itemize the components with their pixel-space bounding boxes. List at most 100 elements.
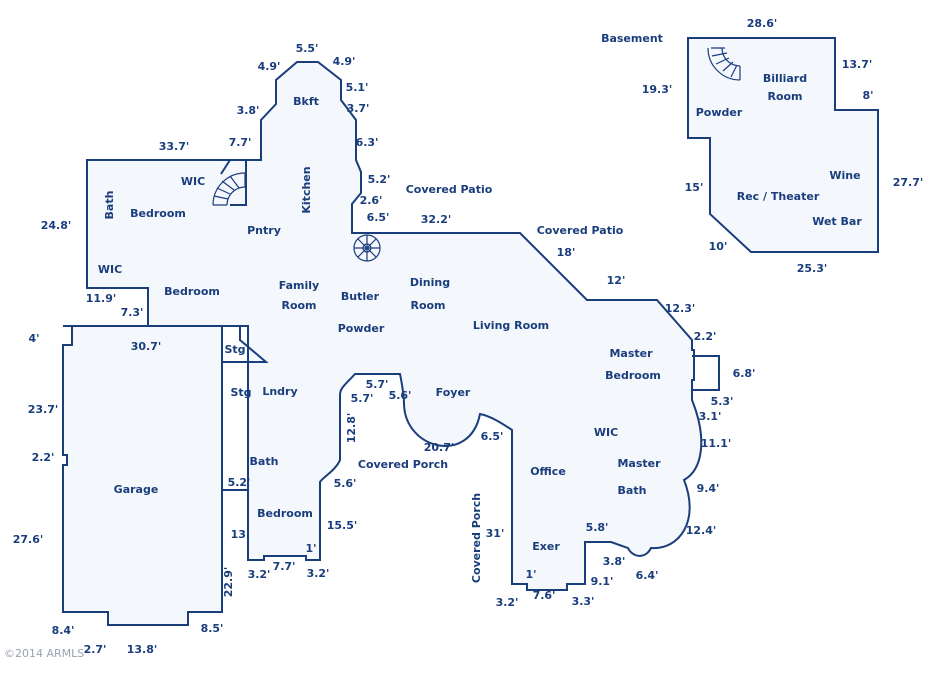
dim-label: 5.7'	[351, 392, 374, 405]
basement-outline	[687, 37, 879, 253]
dim-label: 22.9'	[222, 567, 235, 598]
dim-label: 12.8'	[345, 413, 358, 444]
label-butler: Butler	[341, 290, 380, 303]
label-wet-bar: Wet Bar	[812, 215, 862, 228]
dim-label: 8.4'	[52, 624, 75, 637]
dim-label: 7.7'	[229, 136, 252, 149]
dim-label: 1'	[525, 568, 536, 581]
dim-label: 4'	[28, 332, 39, 345]
dim-label: 10'	[709, 240, 728, 253]
label-dining: Dining	[410, 276, 450, 289]
label-bedroom-2: Bedroom	[164, 285, 220, 298]
label-covered-porch-1: Covered Porch	[358, 458, 448, 471]
label-pntry: Pntry	[247, 224, 281, 237]
dim-label: 31'	[486, 527, 505, 540]
label-basement: Basement	[601, 32, 663, 45]
dim-label: 12'	[607, 274, 626, 287]
dim-label: 6.5'	[481, 430, 504, 443]
label-covered-patio-1: Covered Patio	[406, 183, 493, 196]
label-family: Family	[279, 279, 319, 292]
dim-label: 2.6'	[360, 194, 383, 207]
label-living-room: Living Room	[473, 319, 549, 332]
label-billiard-room: Room	[767, 90, 802, 103]
label-stg-1: Stg	[224, 343, 245, 356]
label-master-bath-2: Bath	[618, 484, 647, 497]
dim-label: 6.4'	[636, 569, 659, 582]
label-lndry: Lndry	[262, 385, 297, 398]
dim-label: 7.6'	[533, 589, 556, 602]
dim-label: 27.6'	[13, 533, 44, 546]
dim-label: 23.7'	[28, 403, 59, 416]
wic-stair-icon	[212, 172, 246, 206]
copyright-watermark: ©2014 ARMLS	[4, 647, 84, 660]
stg-wall	[222, 325, 269, 363]
dim-label: 5.5'	[296, 42, 319, 55]
label-covered-patio-2: Covered Patio	[537, 224, 624, 237]
dim-label: 3.8'	[603, 555, 626, 568]
dim-label: 13'	[231, 528, 250, 541]
label-master-bedroom: Bedroom	[605, 369, 661, 382]
label-bath-2: Bath	[250, 455, 279, 468]
dim-label: 7.3'	[121, 306, 144, 319]
label-dining-room: Room	[410, 299, 445, 312]
dim-label: 30.7'	[131, 340, 162, 353]
spiral-stair-icon	[353, 234, 381, 262]
label-kitchen: Kitchen	[300, 166, 313, 213]
dim-label: 12.3'	[665, 302, 696, 315]
label-powder-main: Powder	[338, 322, 385, 335]
dim-label: 3.2'	[307, 567, 330, 580]
dim-label: 12.4'	[686, 524, 717, 537]
dim-label: 3.7'	[347, 102, 370, 115]
dim-label: 15.5'	[327, 519, 358, 532]
label-foyer: Foyer	[436, 386, 471, 399]
dim-label: 20.7'	[424, 441, 455, 454]
label-billiard: Billiard	[763, 72, 807, 85]
dim-label: 5.8'	[586, 521, 609, 534]
dim-label: 15'	[685, 181, 704, 194]
label-bkft: Bkft	[293, 95, 319, 108]
dim-label: 32.2'	[421, 213, 452, 226]
dim-label: 11.9'	[86, 292, 117, 305]
dim-label: 8.5'	[201, 622, 224, 635]
label-master: Master	[609, 347, 653, 360]
dim-label: 5.1'	[346, 81, 369, 94]
dim-label: 6.5'	[367, 211, 390, 224]
dim-label: 2.7'	[84, 643, 107, 656]
dim-label: 5.2'	[368, 173, 391, 186]
dim-label: 5.7'	[366, 378, 389, 391]
dim-label: 27.7'	[893, 176, 924, 189]
dim-label: 3.8'	[237, 104, 260, 117]
label-bedroom-3: Bedroom	[257, 507, 313, 520]
dim-label: 13.8'	[127, 643, 158, 656]
dim-label: 3.1'	[699, 410, 722, 423]
dim-label: 1'	[305, 542, 316, 555]
label-bedroom-1: Bedroom	[130, 207, 186, 220]
dim-label: 8'	[862, 89, 873, 102]
dim-label: 9.1'	[591, 575, 614, 588]
basement-stair-icon	[707, 47, 741, 81]
dim-label: 2.2'	[32, 451, 55, 464]
dim-label: 4.9'	[333, 55, 356, 68]
dim-label: 25.3'	[797, 262, 828, 275]
dim-label: 7.7'	[273, 560, 296, 573]
wic-stair-wall	[220, 159, 247, 206]
dim-label: 3.2'	[248, 568, 271, 581]
label-garage: Garage	[114, 483, 159, 496]
dim-label: 13.7'	[842, 58, 873, 71]
dim-label: 9.4'	[697, 482, 720, 495]
dim-label: 19.3'	[642, 83, 673, 96]
label-exer: Exer	[532, 540, 560, 553]
label-stg-2: Stg	[230, 386, 251, 399]
dim-label: 24.8'	[41, 219, 72, 232]
label-wic-1: WIC	[181, 175, 205, 188]
dim-label: 33.7'	[159, 140, 190, 153]
label-bath-1: Bath	[103, 191, 116, 220]
dim-label: 5.6'	[389, 389, 412, 402]
label-family-room: Room	[281, 299, 316, 312]
label-powder-basement: Powder	[696, 106, 743, 119]
label-master-bath-1: Master	[617, 457, 661, 470]
dim-label: 28.6'	[747, 17, 778, 30]
dim-label: 5.6'	[334, 477, 357, 490]
dim-label: 5.3'	[711, 395, 734, 408]
